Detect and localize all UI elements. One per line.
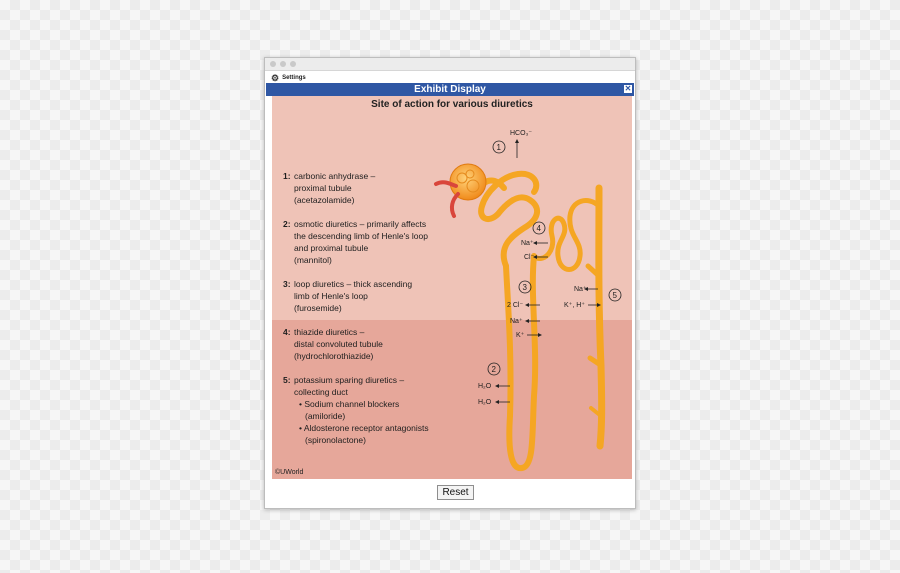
legend-number: 1:	[283, 171, 291, 181]
arrowhead-h2o-a	[495, 384, 499, 388]
window-minimize-dot[interactable]	[280, 61, 286, 67]
legend-line: thiazide diuretics –	[294, 327, 365, 337]
exhibit-title: Site of action for various diuretics	[371, 99, 533, 110]
legend-line: distal convoluted tubule	[294, 339, 383, 349]
window-close-dot[interactable]	[270, 61, 276, 67]
marker-4-text: 4	[537, 224, 542, 233]
gear-icon[interactable]: ⚙	[271, 72, 280, 83]
exhibit-image: Site of action for various diuretics 1: …	[272, 96, 632, 479]
legend-line: the descending limb of Henle's loop	[294, 231, 428, 241]
legend-item-4: 4: thiazide diuretics – distal convolute…	[283, 326, 383, 362]
collecting-branch	[585, 263, 602, 279]
marker-1-text: 1	[497, 143, 502, 152]
legend-bullet: (amiloride)	[305, 411, 346, 421]
afferent-arteriole	[434, 180, 458, 188]
marker-3-text: 3	[523, 283, 528, 292]
legend-bullet: (spironolactone)	[305, 435, 366, 445]
legend-number: 3:	[283, 279, 291, 289]
label-na3: Na⁺	[510, 318, 523, 325]
legend-item-5: 5: potassium sparing diuretics – collect…	[283, 374, 429, 446]
arrowhead-k3	[538, 333, 542, 337]
marker-2-text: 2	[492, 365, 497, 374]
legend-item-2: 2: osmotic diuretics – primarily affects…	[283, 218, 428, 266]
legend-number: 5:	[283, 375, 291, 385]
marker-2	[487, 362, 501, 376]
legend-line: (hydrochlorothiazide)	[294, 351, 374, 361]
exhibit-window: ⚙ Settings Exhibit Display ✕ Site of act…	[264, 57, 636, 509]
exhibit-header: Exhibit Display ✕	[266, 83, 634, 96]
legend-number: 4:	[283, 327, 291, 337]
marker-1	[492, 140, 506, 154]
legend-line: collecting duct	[294, 387, 348, 397]
reset-button[interactable]: Reset	[437, 485, 474, 500]
arrowhead-na5	[584, 287, 588, 291]
label-na4: Na⁺	[521, 240, 534, 247]
collecting-branch	[589, 406, 603, 418]
marker-3	[518, 280, 532, 294]
settings-menu[interactable]: ⚙ Settings	[265, 71, 635, 85]
collecting-branch	[587, 355, 605, 369]
label-h2o-a: H₂O	[478, 383, 492, 390]
loop-of-henle	[503, 253, 539, 471]
collecting-duct	[595, 184, 606, 450]
window-titlebar	[265, 58, 635, 71]
proximal-tubule	[478, 170, 541, 269]
legend-line: and proximal tubule	[294, 243, 369, 253]
arrowhead-cl3	[525, 303, 529, 307]
label-kh5: K⁺, H⁺	[564, 302, 585, 309]
legend-line: (acetazolamide)	[294, 195, 355, 205]
marker-5-text: 5	[613, 291, 618, 300]
arrowhead-na3	[525, 319, 529, 323]
settings-label[interactable]: Settings	[282, 75, 306, 81]
legend-line: loop diuretics – thick ascending	[294, 279, 413, 289]
label-h2o-b: H₂O	[478, 399, 492, 406]
nephron-diagram: HCO₃⁻ 1 4 Na⁺ Cl⁻ 3 2 Cl⁻ Na⁺ K⁺	[434, 130, 622, 471]
background-band-bottom	[272, 320, 632, 479]
label-cl3: 2 Cl⁻	[507, 302, 523, 309]
legend-line: osmotic diuretics – primarily affects	[294, 219, 427, 229]
label-cl4: Cl⁻	[524, 254, 535, 261]
arrowhead-na4	[533, 241, 537, 245]
arrowhead-h2o-b	[495, 400, 499, 404]
window-zoom-dot[interactable]	[290, 61, 296, 67]
legend-line: (mannitol)	[294, 255, 332, 265]
label-na5: Na⁺	[574, 286, 587, 293]
glomerulus-capillary	[465, 169, 475, 179]
legend-line: potassium sparing diuretics –	[294, 375, 405, 385]
glomerulus-capillary	[456, 172, 468, 184]
legend-line: carbonic anhydrase –	[294, 171, 376, 181]
close-icon[interactable]: ✕	[624, 84, 632, 93]
exhibit-header-title: Exhibit Display	[414, 84, 486, 95]
arrowhead-hco3	[515, 139, 519, 143]
label-hco3: HCO₃⁻	[510, 130, 532, 137]
glomerulus-capillary	[466, 179, 480, 193]
arrowhead-cl4	[533, 255, 537, 259]
marker-5	[608, 288, 622, 302]
legend-item-1: 1: carbonic anhydrase – proximal tubule …	[283, 170, 375, 206]
copyright: ©UWorld	[275, 469, 304, 476]
efferent-arteriole	[449, 192, 460, 218]
legend-line: limb of Henle's loop	[294, 291, 368, 301]
legend-line: (furosemide)	[294, 303, 342, 313]
legend-bullet: • Sodium channel blockers	[299, 399, 400, 409]
legend-item-3: 3: loop diuretics – thick ascending limb…	[283, 278, 412, 314]
label-k3: K⁺	[516, 332, 525, 339]
legend-line: proximal tubule	[294, 183, 352, 193]
marker-4	[532, 221, 546, 235]
distal-tubule	[531, 198, 602, 272]
arrowhead-kh5	[597, 303, 601, 307]
legend-number: 2:	[283, 219, 291, 229]
legend-bullet: • Aldosterone receptor antagonists	[299, 423, 429, 433]
